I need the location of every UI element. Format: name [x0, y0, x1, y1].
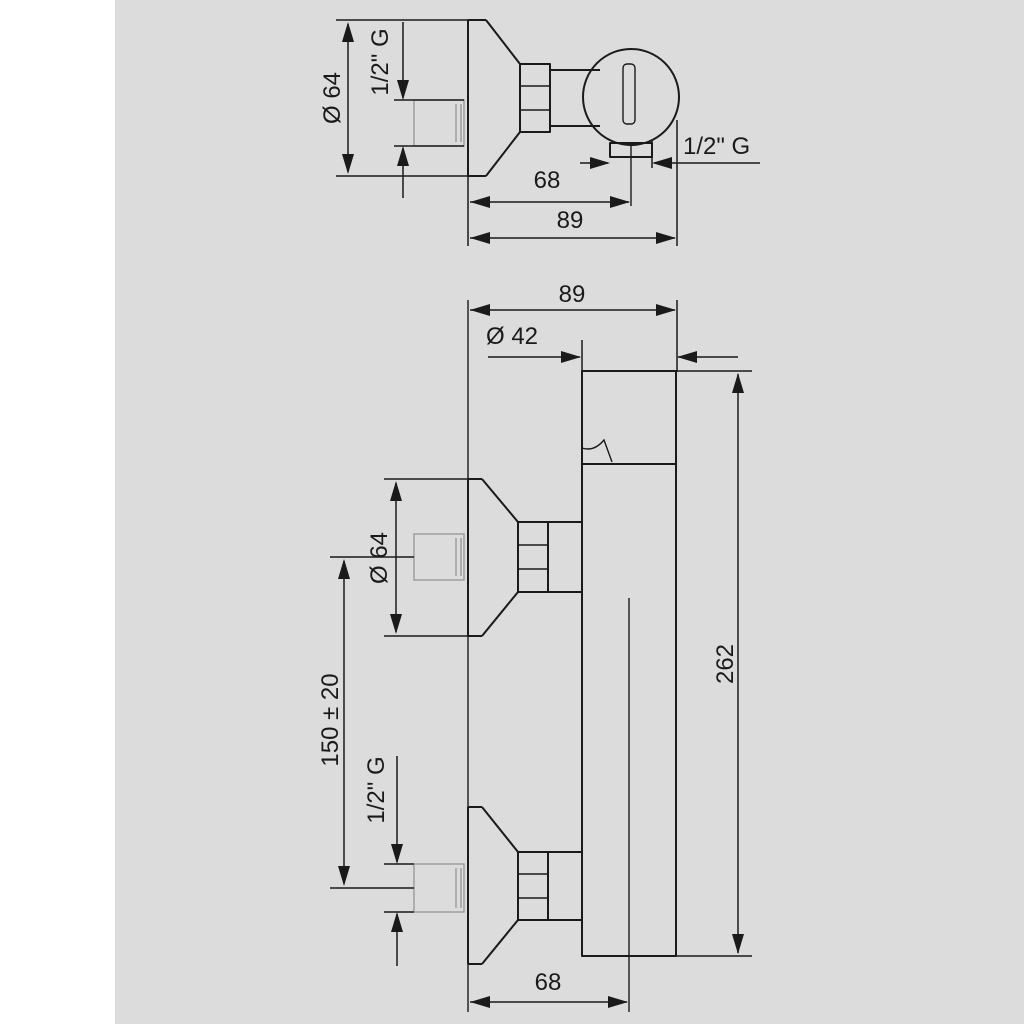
- top-dim-overall: [470, 120, 678, 246]
- top-dim-outlet-thread-label: 1/2" G: [683, 133, 750, 160]
- front-dim-inlet-thread: 1/2" G: [363, 756, 414, 966]
- front-dim-overall-label: 89: [559, 281, 586, 308]
- front-dim-inlet-diameter: Ø 64: [366, 478, 468, 637]
- drawing-panel: [115, 0, 1024, 1024]
- front-handle: [581, 370, 677, 465]
- top-dim-handle-offset-label: 89: [557, 207, 584, 234]
- front-lower-escutcheon: [467, 806, 582, 965]
- front-view: 89 Ø 42 262 Ø 64: [317, 281, 752, 1012]
- front-dim-body-height: 262: [676, 370, 752, 957]
- front-dim-handle-diameter: Ø 42: [486, 323, 738, 371]
- top-dim-diameter-label: Ø 64: [319, 72, 346, 124]
- front-dim-handle-diameter-label: Ø 42: [486, 323, 538, 350]
- top-dim-outlet-offset-label: 68: [534, 167, 561, 194]
- top-dim-outlet-offset: 68: [534, 167, 561, 194]
- front-dim-outlet-offset-label: 68: [535, 969, 562, 996]
- top-dim-handle-offset: 89: [467, 176, 630, 246]
- front-dim-inlet-diameter-label: Ø 64: [366, 532, 393, 584]
- top-dim-outlet-thread: 1/2" G: [580, 133, 760, 169]
- front-dim-inlet-spacing: 150 ± 20: [317, 556, 414, 889]
- top-view: Ø 64 1/2" G 1/2" G 68: [319, 19, 760, 246]
- top-escutcheon: [467, 19, 521, 177]
- front-dim-inlet-spacing-label: 150 ± 20: [317, 673, 344, 766]
- front-dim-inlet-thread-label: 1/2" G: [363, 756, 390, 823]
- top-dim-diameter: Ø 64: [319, 19, 468, 177]
- front-dim-overall: 89: [470, 281, 678, 372]
- front-dim-body-height-label: 262: [712, 644, 739, 684]
- top-dim-inlet-thread-label: 1/2" G: [367, 28, 394, 95]
- top-dim-inlet-thread: 1/2" G: [367, 22, 464, 198]
- front-dim-outlet-offset: 68: [470, 969, 628, 1008]
- front-upper-escutcheon: [467, 478, 582, 637]
